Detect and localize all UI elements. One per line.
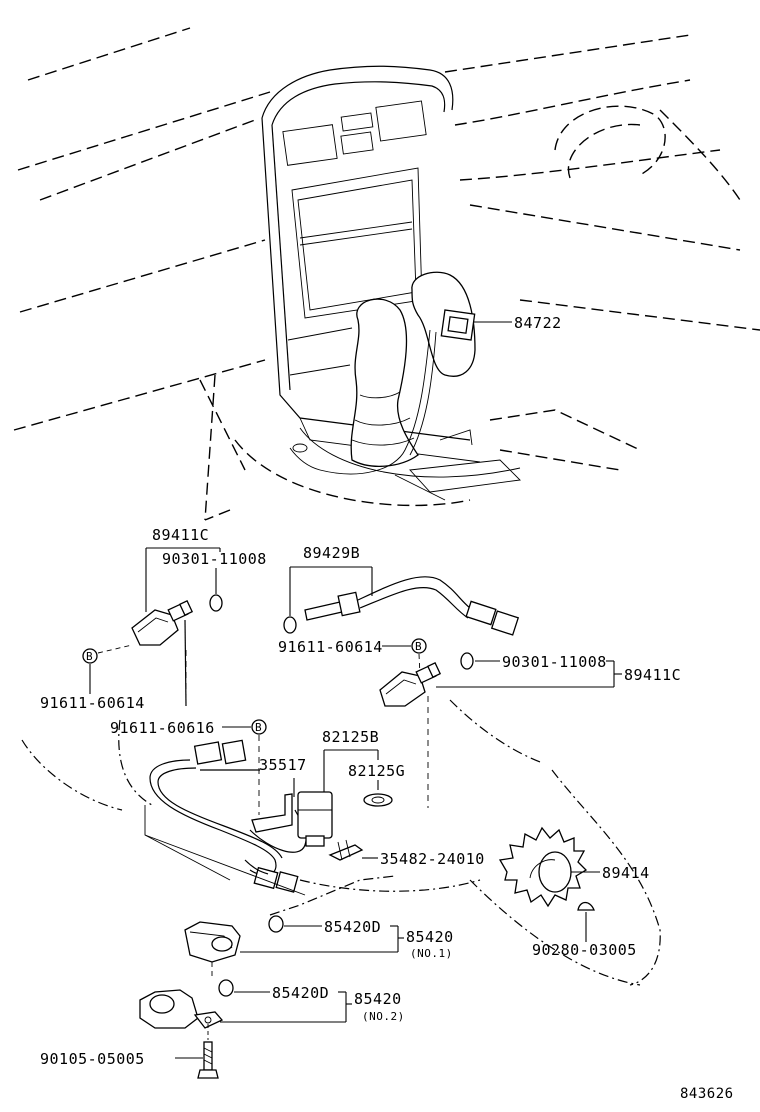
part-90105-05005-bolt <box>175 1041 219 1079</box>
label-84722: 84722 <box>514 314 562 332</box>
label-89414: 89414 <box>602 864 650 882</box>
label-85420-no2: 85420 <box>354 990 402 1008</box>
shift-boot <box>350 298 419 467</box>
label-35482-24010: 35482-24010 <box>380 850 485 868</box>
leader-85420-no1 <box>240 925 404 953</box>
label-90280-03005: 90280-03005 <box>532 941 637 959</box>
bolt-letter-60616: B <box>255 721 262 734</box>
oring-90301-right <box>460 652 474 670</box>
label-90105-05005: 90105-05005 <box>40 1050 145 1068</box>
part-82125g-grommet <box>363 793 393 807</box>
part-89411c-left-sensor <box>97 600 194 707</box>
part-90280-03005-key <box>577 901 595 942</box>
label-35517: 35517 <box>259 756 307 774</box>
oring-90301-left <box>209 594 223 612</box>
label-82125b: 82125B <box>322 728 379 746</box>
bolt-marker-mid: B <box>382 638 427 677</box>
part-89411c-right-sensor <box>379 662 442 808</box>
leader-89411c-left <box>145 547 221 612</box>
leader-85420-no2 <box>220 991 352 1023</box>
label-89429b: 89429B <box>303 544 360 562</box>
part-35517-bracket <box>251 778 295 833</box>
label-90301-11008-right: 90301-11008 <box>502 653 607 671</box>
oring-85420d-2 <box>218 979 234 997</box>
part-84722-switch <box>440 309 512 341</box>
label-no2: (NO.2) <box>362 1010 405 1023</box>
label-91611-60614-mid: 91611-60614 <box>278 638 383 656</box>
oring-85420d-1 <box>268 915 284 933</box>
bolt-letter-mid: B <box>415 640 422 653</box>
label-85420d-1: 85420D <box>324 918 381 936</box>
part-82125b-connector <box>297 749 379 847</box>
part-85420-no2-sensor <box>139 989 224 1040</box>
part-85420-no1-sensor <box>184 921 241 980</box>
label-89411c-right: 89411C <box>624 666 681 684</box>
harness-boundaries <box>21 699 661 986</box>
label-90301-11008-left: 90301-11008 <box>162 550 267 568</box>
label-91611-60614-left: 91611-60614 <box>40 694 145 712</box>
label-no1: (NO.1) <box>410 947 453 960</box>
figure-reference: 843626 <box>680 1086 734 1102</box>
leader-89411c-right <box>436 660 622 688</box>
label-91611-60616: 91611-60616 <box>110 719 215 737</box>
label-85420d-2: 85420D <box>272 984 329 1002</box>
part-35482-24010-clip <box>328 839 378 861</box>
bolt-letter-left: B <box>86 650 93 663</box>
bolt-marker-left: B <box>82 648 98 694</box>
label-82125g: 82125G <box>348 762 405 780</box>
part-89414-rotor <box>498 826 600 908</box>
label-85420-no1: 85420 <box>406 928 454 946</box>
bolt-marker-60616: B <box>222 719 267 815</box>
part-89429b-probe <box>283 566 520 636</box>
center-console <box>261 65 521 501</box>
dashboard-outline <box>13 27 760 521</box>
wiring-harness <box>144 739 307 896</box>
label-89411c-top: 89411C <box>152 526 209 544</box>
